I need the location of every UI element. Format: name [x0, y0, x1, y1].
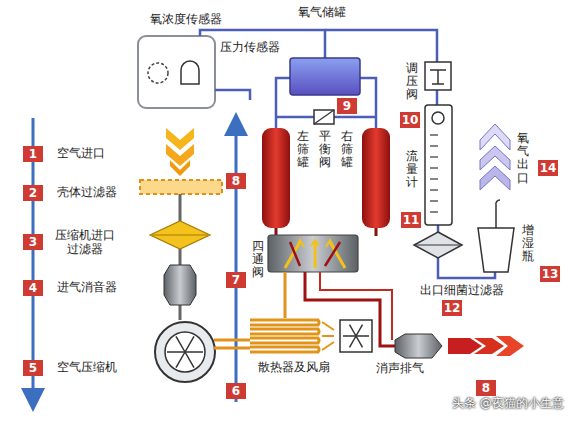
part-label: 调压阀 — [406, 62, 418, 102]
part-label: 空气进口 — [57, 146, 105, 160]
four-way-valve — [268, 235, 358, 272]
part-label: 右筛罐 — [341, 130, 353, 170]
callout-number: 8 — [476, 380, 496, 396]
callout-number: 13 — [540, 266, 560, 282]
oxygen-sensor — [148, 63, 168, 83]
callout-number: 7 — [226, 272, 246, 288]
cooling-fan — [340, 320, 372, 352]
part-label: 四通阀 — [252, 240, 264, 280]
balance-valve — [314, 110, 334, 124]
part-label: 壳体过滤器 — [57, 185, 117, 199]
callout-number: 6 — [226, 383, 246, 399]
flow-meter — [425, 105, 452, 225]
callout-number: 10 — [400, 112, 420, 128]
oxygen-out-arrow — [480, 166, 510, 190]
callout-number: 1 — [23, 146, 43, 162]
part-label: 氧气出口 — [517, 132, 529, 185]
part-label: 氧浓度传感器 — [150, 12, 222, 26]
pressure-valve — [425, 62, 451, 90]
part-label: 流量计 — [406, 150, 418, 190]
pressure-sensor — [181, 61, 199, 84]
part-label: 进气消音器 — [57, 280, 117, 294]
flow-arrow — [235, 124, 238, 402]
callout-number: 2 — [23, 185, 43, 201]
part-label: 出口细菌过滤器 — [420, 283, 504, 297]
part-label: 平衡阀 — [319, 130, 331, 170]
callout-number: 14 — [538, 160, 558, 176]
part-label: 消声排气 — [376, 361, 424, 375]
left-sieve-tank — [262, 128, 290, 228]
callout-number: 9 — [337, 98, 357, 114]
inlet-filter — [150, 221, 210, 249]
part-label: 增湿瓶 — [522, 224, 534, 264]
humidifier-bottle — [478, 228, 514, 272]
callout-number: 4 — [23, 280, 43, 296]
sensor-housing — [138, 36, 215, 108]
intake-muffler — [164, 265, 196, 305]
air-compressor — [155, 322, 215, 382]
right-sieve-tank — [362, 128, 390, 228]
callout-number: 5 — [23, 360, 43, 376]
callout-number: 12 — [442, 300, 462, 316]
housing-filter — [140, 180, 222, 194]
part-label: 空气压缩机 — [57, 360, 117, 374]
radiator — [250, 320, 319, 352]
bacteria-filter — [414, 232, 462, 258]
part-label: 氧气储罐 — [298, 5, 346, 19]
air-inlet-arrow — [166, 128, 194, 150]
watermark: 头条 @夜猫的小生意 — [452, 396, 564, 410]
oxygen-pipes — [200, 30, 495, 278]
exhaust-muffler — [395, 334, 442, 358]
part-label: 压力传感器 — [220, 40, 280, 54]
part-label: 散热器及风扇 — [258, 360, 330, 374]
part-label: 压缩机进口 过滤器 — [50, 228, 120, 257]
callout-number: 8 — [226, 173, 246, 189]
callout-number: 3 — [23, 234, 43, 250]
part-label: 左筛罐 — [297, 130, 309, 170]
oxygen-tank — [290, 58, 360, 95]
callout-number: 11 — [401, 212, 421, 228]
